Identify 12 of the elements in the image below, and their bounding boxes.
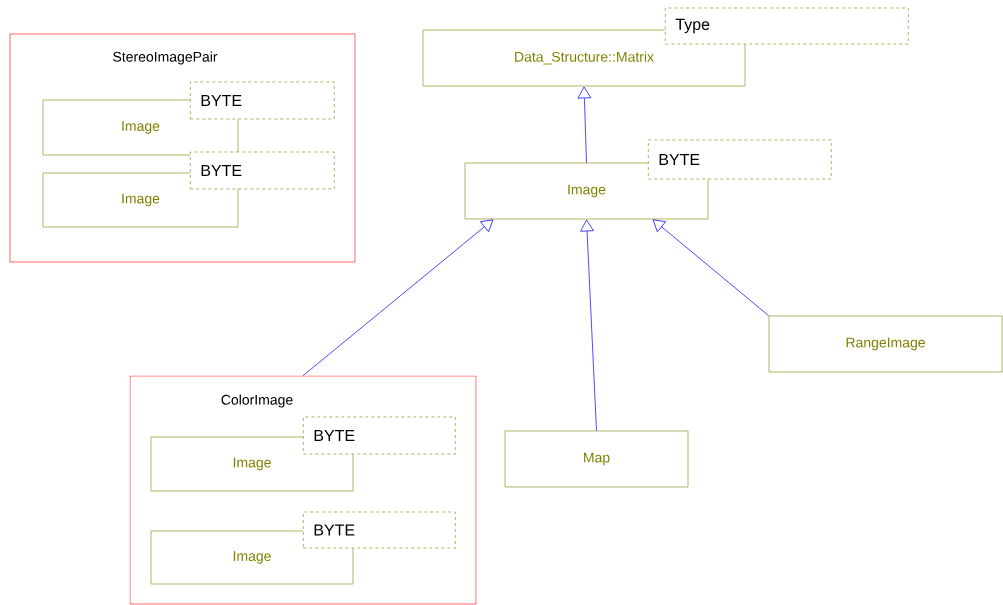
generalization-arrow [580, 219, 597, 432]
template-parameter-box: BYTE [190, 81, 335, 120]
template-parameter-box: BYTE [303, 511, 456, 549]
template-parameter-box: BYTE [648, 139, 832, 180]
generalization-arrow [577, 86, 592, 164]
template-parameter-box: Type [665, 7, 909, 45]
class-box: Map [504, 430, 689, 488]
generalization-arrow [302, 219, 494, 377]
template-parameter-box: BYTE [190, 151, 335, 190]
template-parameter-box: BYTE [303, 416, 456, 455]
class-box: RangeImage [768, 315, 1003, 373]
generalization-arrow [652, 219, 770, 317]
